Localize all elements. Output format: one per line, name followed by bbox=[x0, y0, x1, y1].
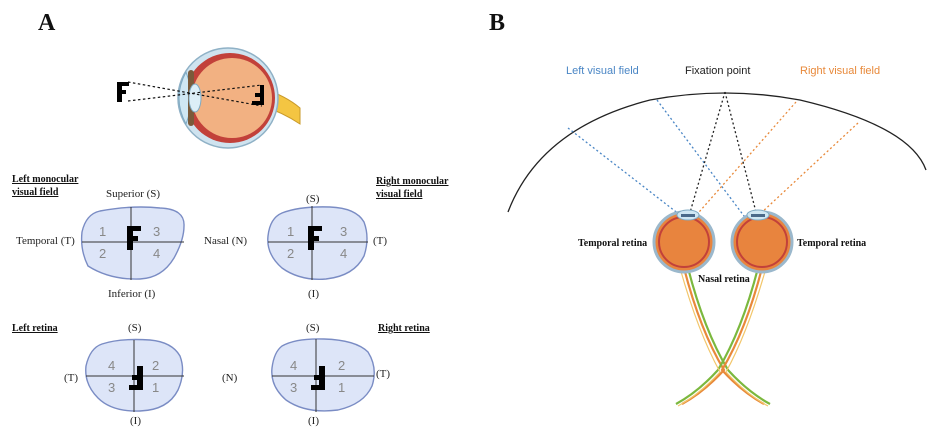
eye-cross-section bbox=[177, 47, 301, 149]
panel-a-label: A bbox=[38, 10, 56, 36]
svg-text:visual field: visual field bbox=[12, 187, 59, 198]
right-eyeball bbox=[730, 209, 794, 274]
eye-projection-lines bbox=[127, 81, 263, 107]
left-retina-superior-label: (S) bbox=[128, 322, 142, 334]
right-monocular-field-diagram: 1 2 3 4 bbox=[267, 206, 368, 280]
left-monocular-field-diagram: 1 2 3 4 bbox=[80, 206, 185, 280]
right-retina-inferior-label: (I) bbox=[308, 415, 319, 427]
nasal-label-visual-field: Nasal (N) bbox=[204, 235, 247, 247]
svg-text:2: 2 bbox=[152, 358, 159, 373]
left-field-rays bbox=[567, 99, 751, 225]
svg-text:visual field: visual field bbox=[376, 189, 423, 200]
svg-text:3: 3 bbox=[108, 380, 115, 395]
svg-text:3: 3 bbox=[153, 224, 160, 239]
left-retina-title: Left retina bbox=[12, 323, 58, 334]
right-field-rays bbox=[691, 101, 859, 221]
left-eyeball bbox=[652, 209, 716, 274]
svg-text:4: 4 bbox=[153, 246, 160, 261]
left-field-inferior-label: Inferior (I) bbox=[108, 288, 156, 300]
svg-text:3: 3 bbox=[290, 380, 297, 395]
right-visual-field-label: Right visual field bbox=[800, 65, 880, 77]
right-retina-diagram: 4 2 3 1 bbox=[271, 338, 375, 412]
nasal-retina-label: Nasal retina bbox=[698, 274, 750, 285]
svg-text:1: 1 bbox=[152, 380, 159, 395]
svg-text:1: 1 bbox=[287, 224, 294, 239]
right-field-inferior-label: (I) bbox=[308, 288, 319, 300]
svg-text:2: 2 bbox=[287, 246, 294, 261]
svg-text:3: 3 bbox=[340, 224, 347, 239]
svg-text:2: 2 bbox=[338, 358, 345, 373]
temporal-retina-left-label: Temporal retina bbox=[578, 238, 647, 249]
svg-text:4: 4 bbox=[108, 358, 115, 373]
nasal-label-retina: (N) bbox=[222, 372, 238, 384]
right-retina-superior-label: (S) bbox=[306, 322, 320, 334]
retinal-image-letter-f bbox=[252, 85, 264, 105]
visual-field-arc bbox=[507, 92, 927, 213]
right-field-temporal-label: (T) bbox=[373, 235, 387, 247]
left-field-superior-label: Superior (S) bbox=[106, 188, 160, 200]
optic-pathways bbox=[675, 267, 771, 407]
left-monocular-title: Left monocular visual field bbox=[12, 174, 79, 198]
fixation-rays bbox=[675, 91, 771, 269]
left-retina-temporal-label: (T) bbox=[64, 372, 78, 384]
svg-text:4: 4 bbox=[290, 358, 297, 373]
svg-text:4: 4 bbox=[340, 246, 347, 261]
svg-text:1: 1 bbox=[99, 224, 106, 239]
right-retina-title: Right retina bbox=[378, 323, 430, 334]
right-retina-temporal-label: (T) bbox=[376, 368, 390, 380]
right-monocular-title: Right monocular visual field bbox=[376, 176, 449, 200]
left-visual-field-label: Left visual field bbox=[566, 65, 639, 77]
fixation-point-label: Fixation point bbox=[685, 65, 750, 77]
panel-b-label: B bbox=[489, 10, 505, 36]
temporal-retina-right-label: Temporal retina bbox=[797, 238, 866, 249]
left-field-temporal-label: Temporal (T) bbox=[16, 235, 75, 247]
svg-text:2: 2 bbox=[99, 246, 106, 261]
object-letter-f bbox=[117, 82, 129, 102]
left-retina-inferior-label: (I) bbox=[130, 415, 141, 427]
svg-text:Left monocular: Left monocular bbox=[12, 174, 79, 185]
svg-text:1: 1 bbox=[338, 380, 345, 395]
left-retina-diagram: 4 2 3 1 bbox=[85, 338, 184, 412]
svg-text:Right monocular: Right monocular bbox=[376, 176, 449, 187]
right-field-superior-label: (S) bbox=[306, 193, 320, 205]
